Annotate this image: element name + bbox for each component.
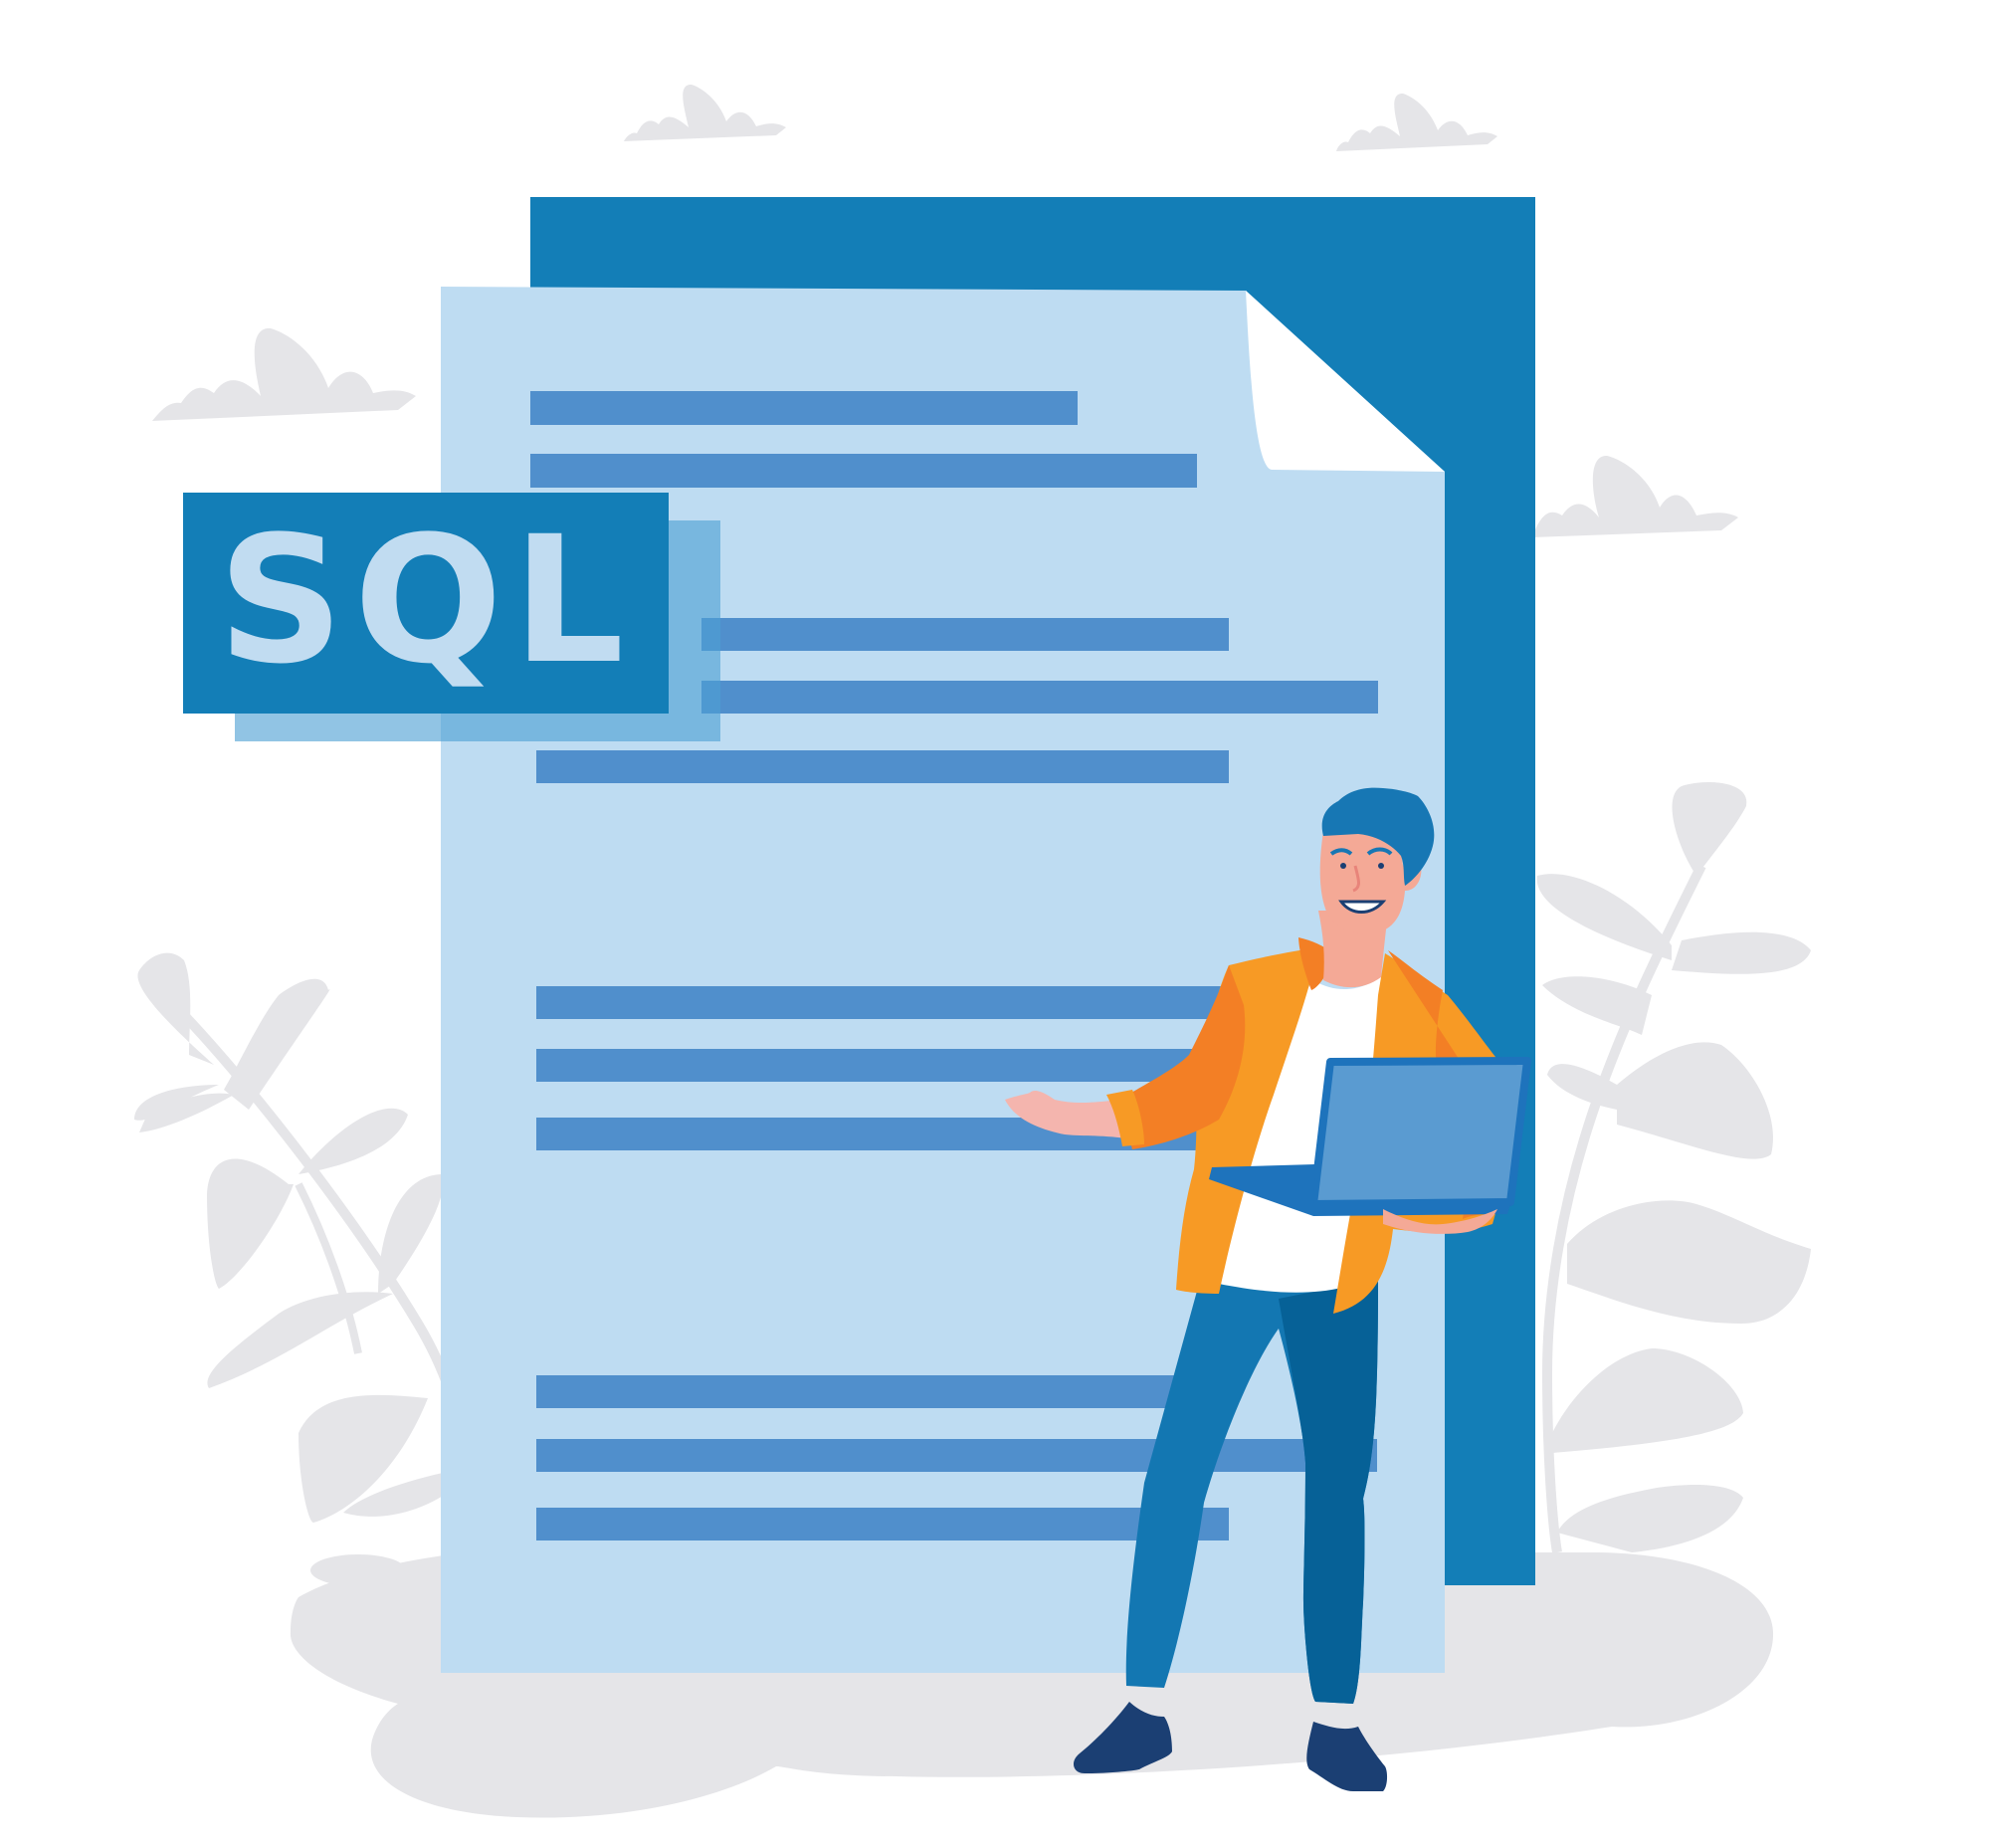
person-illustration [1005,787,1531,1791]
left-arm [1119,965,1246,1149]
text-line [536,986,1229,1019]
laptop-icon [1209,1057,1531,1216]
eyebrow [1366,847,1393,856]
text-line [536,750,1229,783]
cloud-icon [152,327,416,421]
sql-badge-label: SQL [217,499,635,703]
sql-badge: SQL [183,493,669,714]
plant-icon [1536,782,1811,1553]
text-line [536,1049,1229,1082]
right-shoe [1306,1722,1388,1791]
text-lines [530,391,1378,1540]
hair [1321,787,1435,886]
laptop-base [1209,1164,1510,1216]
pants-shade [1279,1279,1378,1704]
text-line [536,1375,1229,1408]
left-hand [1005,1090,1132,1139]
laptop-screen [1309,1057,1531,1208]
left-shoe [1073,1702,1172,1773]
nose [1352,865,1360,893]
text-line [701,681,1378,714]
text-line [530,391,1078,425]
text-line [536,1439,1377,1472]
smile [1338,900,1387,914]
cloud-icon [624,84,786,141]
eye [1378,863,1384,869]
plant-icon [134,952,473,1523]
cloud-icon [1336,93,1497,151]
cloud-icon [1532,455,1738,537]
text-line [536,1508,1229,1540]
right-hand [1383,1209,1497,1234]
eye [1340,863,1346,869]
text-line [530,454,1197,488]
sleeve-cuff [1106,1090,1144,1146]
text-line [701,618,1229,651]
page-fold [1246,291,1445,472]
eyebrow [1329,848,1353,856]
